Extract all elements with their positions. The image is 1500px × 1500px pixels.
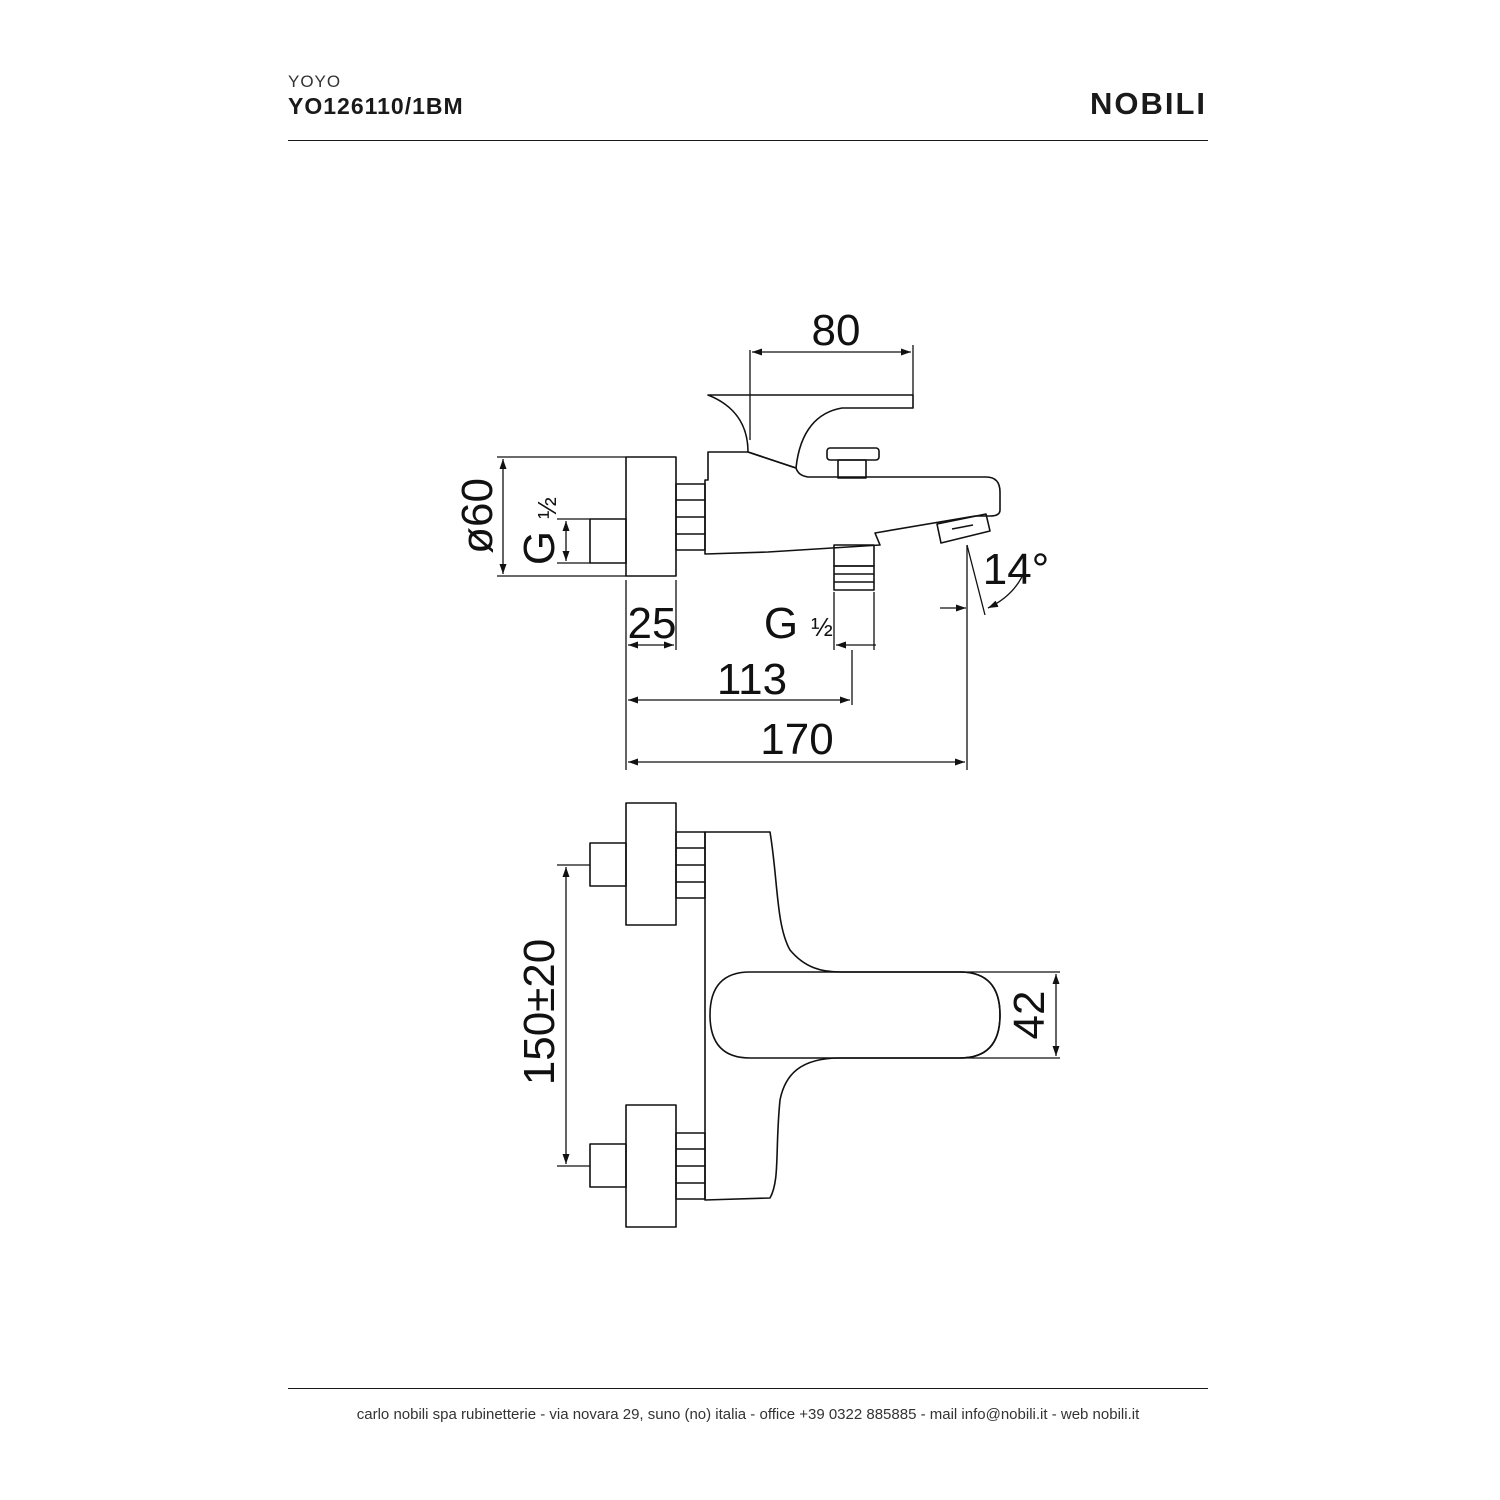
header-divider xyxy=(288,140,1208,141)
dim-inlet-thread-label: G xyxy=(515,531,564,565)
mixer-body xyxy=(704,451,1001,555)
collection-name: YOYO xyxy=(288,72,342,91)
wall-flange xyxy=(625,456,677,577)
dim-outlet-thread-label: G xyxy=(764,599,798,648)
dim-25-label: 25 xyxy=(628,599,677,648)
model-code: YO126110/1BM xyxy=(288,93,464,119)
dim-angle-label: 14° xyxy=(983,545,1050,594)
dim-inlet-fraction-label: ½ xyxy=(532,497,562,519)
dim-170-label: 170 xyxy=(760,715,833,764)
dim-80-label: 80 xyxy=(812,306,861,355)
upper-flange xyxy=(625,802,677,926)
dim-centres-label: 150±20 xyxy=(515,939,564,1086)
lever-handle xyxy=(707,394,914,469)
upper-pipe xyxy=(589,842,627,887)
lower-flange xyxy=(625,1104,677,1228)
aerator xyxy=(936,513,991,544)
brand-logo: NOBILI xyxy=(1089,86,1207,121)
dim-outlet-fraction-label: ½ xyxy=(811,612,833,642)
dim-113-label: 113 xyxy=(717,655,787,704)
footer-divider xyxy=(288,1388,1208,1389)
diverter-knob xyxy=(826,447,880,461)
outlet-thread xyxy=(833,565,875,591)
diverter-stem xyxy=(837,459,867,479)
side-view-dimensions xyxy=(497,345,1026,770)
footer-contact: carlo nobili spa rubinetterie - via nova… xyxy=(356,1406,1140,1423)
front-view xyxy=(589,802,1001,1228)
front-body xyxy=(704,831,1001,1201)
lever-oval xyxy=(709,971,1001,1059)
dim-diameter-label: ø60 xyxy=(453,478,502,554)
front-view-dimensions xyxy=(557,864,1060,1167)
side-view xyxy=(589,394,1001,591)
inlet-pipe xyxy=(589,518,627,564)
lower-pipe xyxy=(589,1143,627,1188)
dim-42-label: 42 xyxy=(1005,991,1054,1040)
